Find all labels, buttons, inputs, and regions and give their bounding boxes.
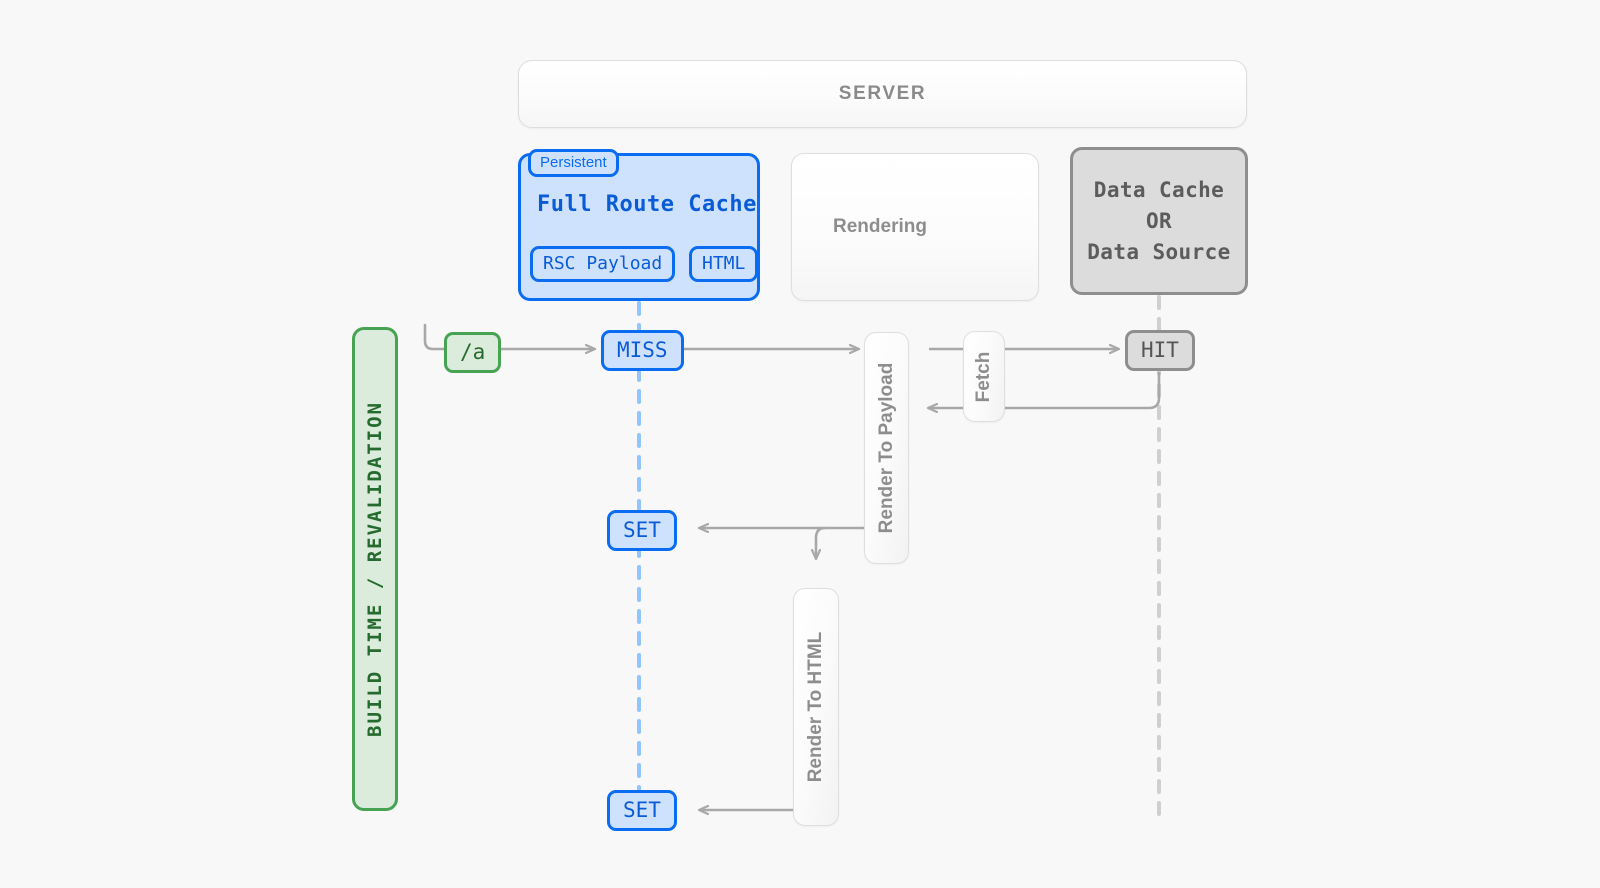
badge-set-payload: SET — [607, 510, 677, 551]
data-cache-line-3: Data Source — [1087, 240, 1231, 264]
process-fetch-label: Fetch — [973, 351, 994, 402]
rendering-label: Rendering — [833, 216, 927, 237]
arrow-hit-back-to-render-payload — [1005, 372, 1161, 410]
branch-render-payload-to-render-html — [816, 526, 826, 558]
data-cache-line-1: Data Cache — [1093, 178, 1225, 202]
persistent-tag: Persistent — [528, 149, 619, 178]
chip-html: HTML — [689, 246, 759, 282]
rendering-box: Rendering — [791, 153, 1039, 301]
server-title: SERVER — [838, 83, 927, 104]
data-cache-box: Data Cache OR Data Source — [1070, 147, 1248, 295]
process-render-to-payload-label: Render To Payload — [875, 362, 897, 534]
badge-miss: MISS — [601, 330, 684, 371]
process-fetch: Fetch — [963, 331, 1005, 422]
badge-hit: HIT — [1125, 330, 1195, 371]
build-time-bar: BUILD TIME / REVALIDATION — [352, 327, 398, 811]
full-route-cache-title: Full Route Cache — [537, 192, 757, 217]
data-cache-line-2: OR — [1145, 209, 1173, 233]
process-render-to-payload: Render To Payload — [864, 332, 909, 564]
server-container: SERVER — [518, 60, 1247, 128]
process-render-to-html-label: Render To HTML — [805, 631, 826, 783]
badge-set-html: SET — [607, 790, 677, 831]
chip-rsc-payload: RSC Payload — [530, 246, 676, 282]
entry-elbow — [423, 323, 449, 351]
badge-route-a: /a — [444, 332, 502, 373]
process-render-to-html: Render To HTML — [793, 588, 839, 826]
